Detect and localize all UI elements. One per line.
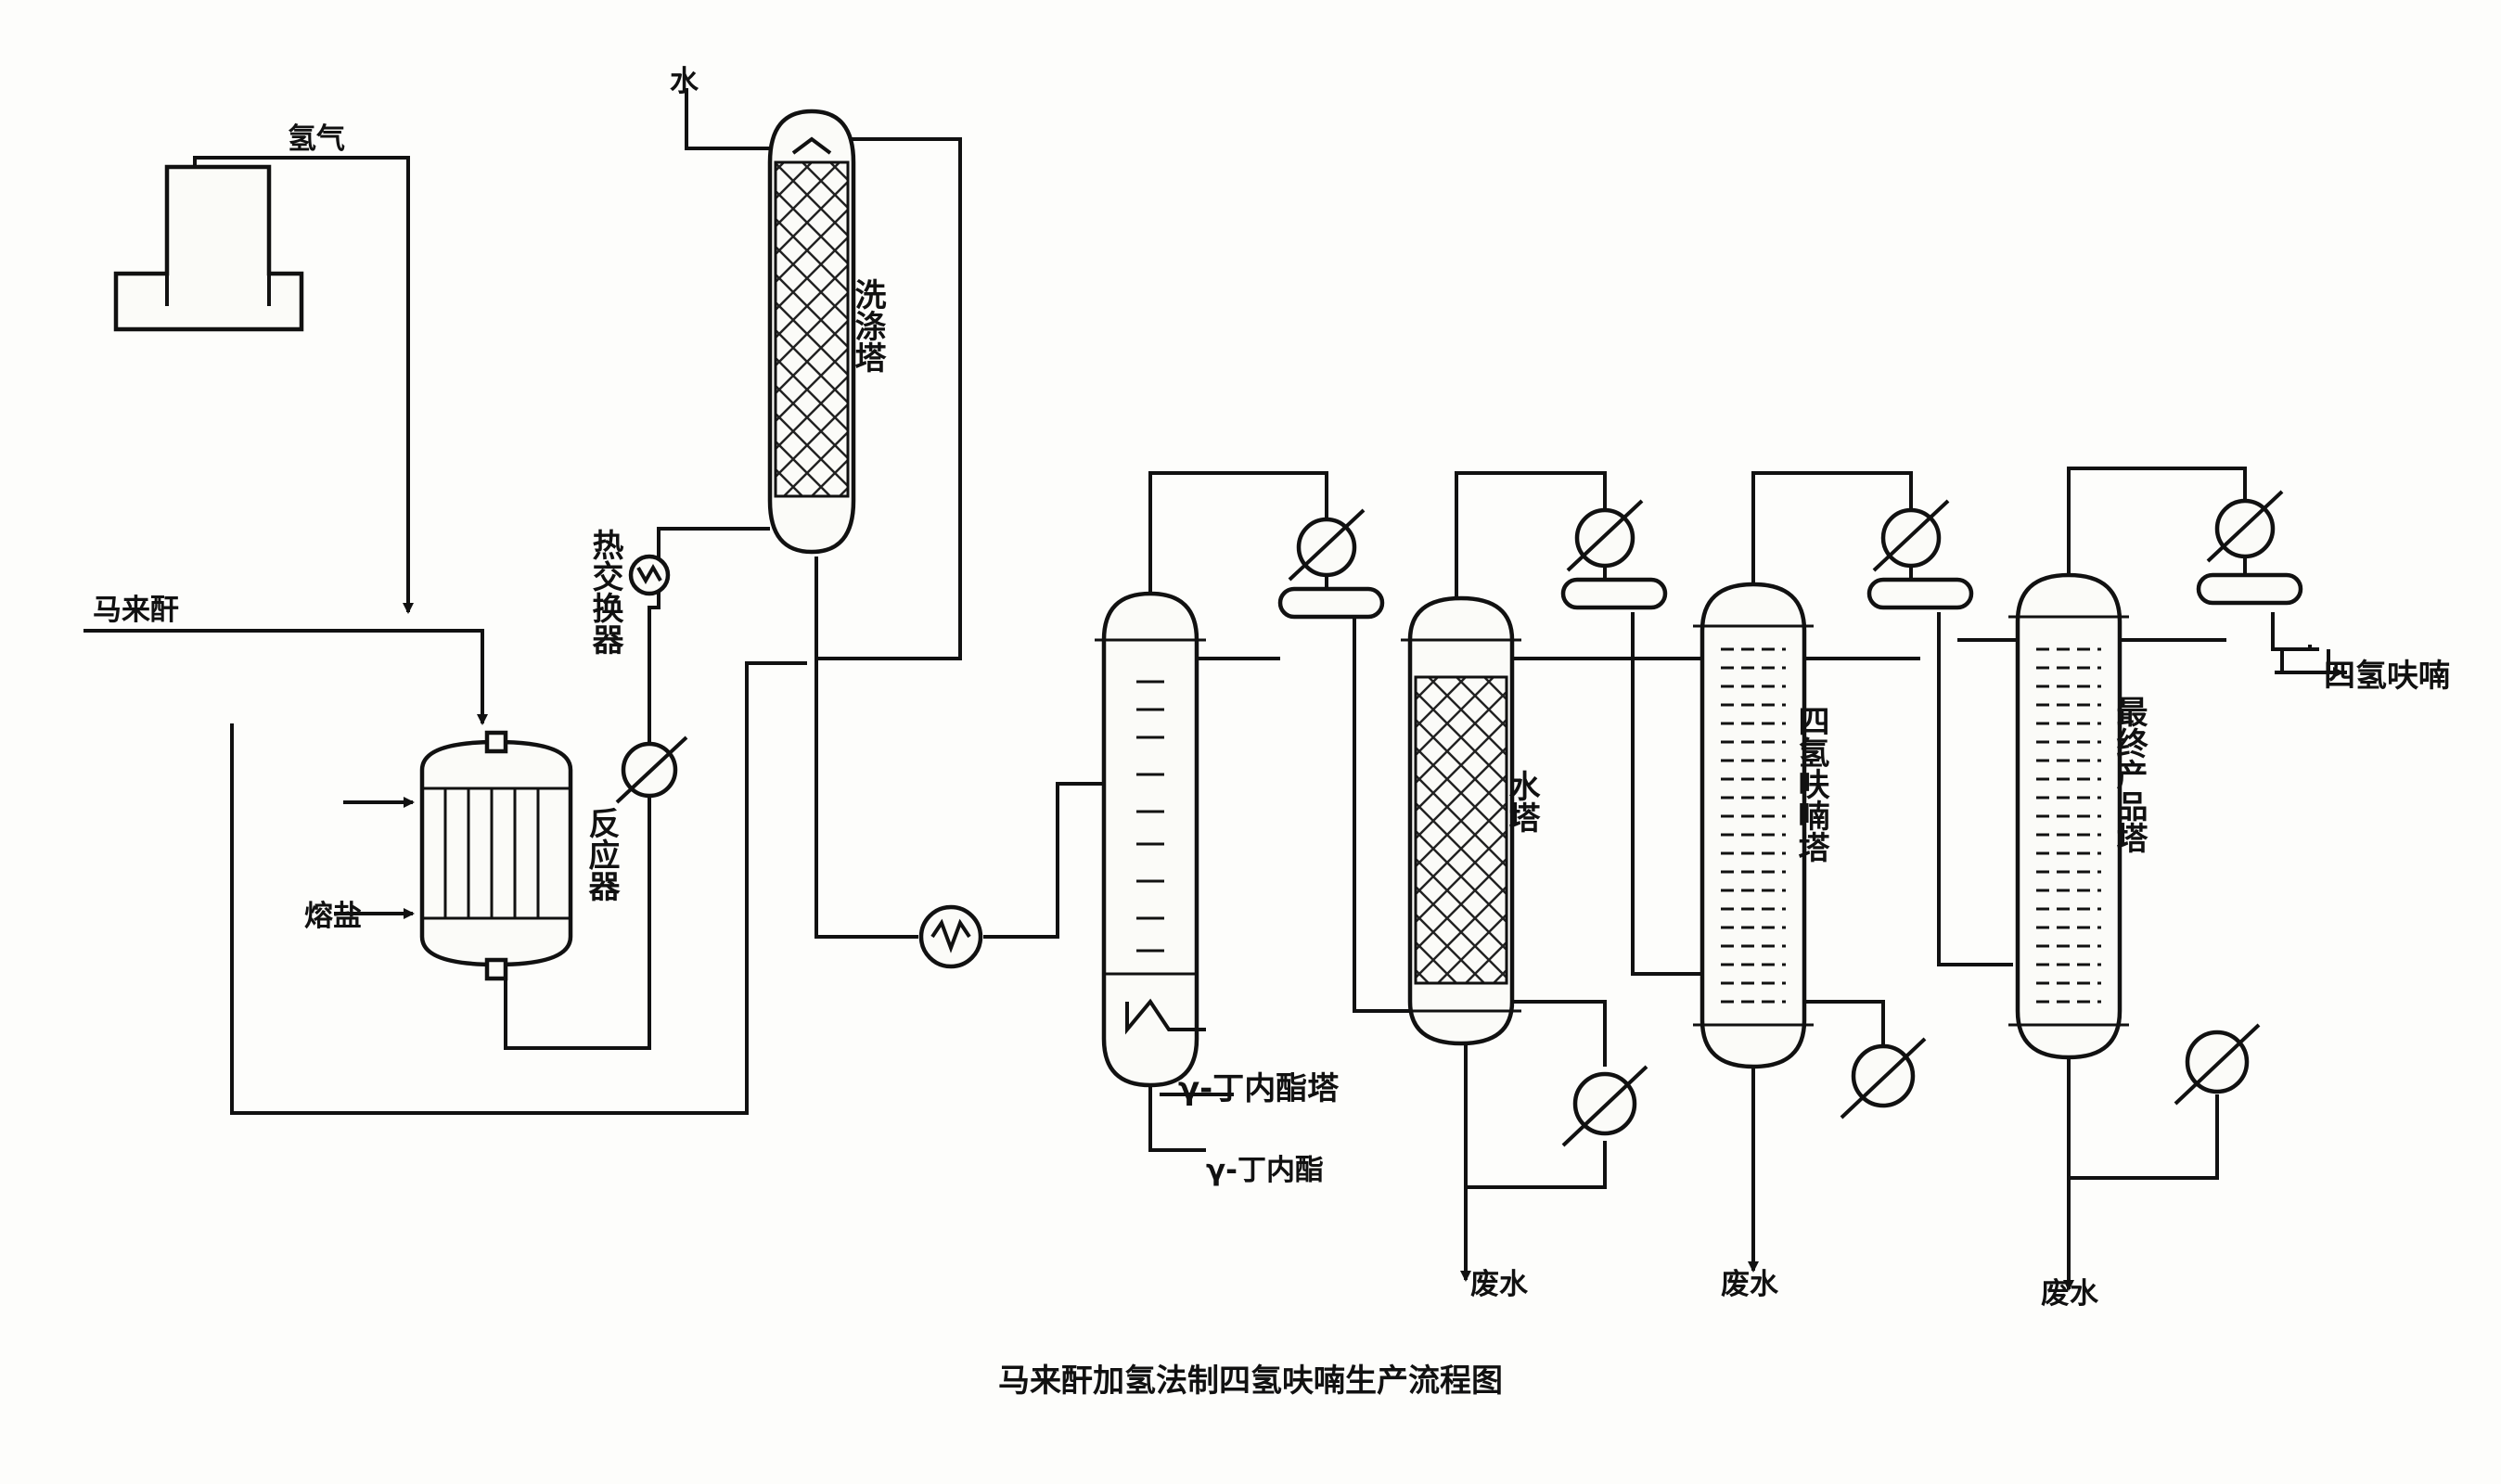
thf-condenser — [1872, 499, 1950, 572]
water-reflux-drum — [1560, 577, 1668, 610]
thf-reflux-drum — [1866, 577, 1974, 610]
gbl-column-trays — [1136, 680, 1164, 953]
feed-heater — [918, 904, 983, 969]
label-thf-column: 四氢呋喃塔 — [1792, 705, 1829, 863]
thf-column — [1693, 582, 1814, 1069]
label-scrubber: 洗涤塔 — [849, 278, 886, 373]
final-product-column — [2008, 572, 2129, 1060]
label-thf-product: 四氢呋喃 — [2324, 658, 2450, 695]
gbl-condenser — [1288, 508, 1366, 582]
gbl-column — [1095, 591, 1206, 1088]
label-gbl-column: γ-丁内酯塔 — [1178, 1070, 1340, 1107]
cooler-reactor-line — [615, 736, 688, 804]
heat-exchanger-coil — [628, 554, 671, 596]
label-waste-water-3: 废水 — [2041, 1277, 2099, 1311]
label-hydrogen: 氢气 — [288, 122, 345, 156]
gbl-reflux-drum — [1277, 586, 1385, 620]
hydrogen-supply-tank — [113, 164, 304, 332]
label-molten-salt: 熔盐 — [304, 900, 362, 933]
water-condenser — [1566, 499, 1644, 572]
scrubber-column — [767, 109, 856, 555]
label-water-column: 水塔 — [1503, 770, 1540, 833]
label-maleic-anhydride: 马来酐 — [93, 594, 179, 627]
final-column-trays — [2036, 647, 2101, 1004]
piping — [83, 88, 2347, 1291]
water-column — [1401, 595, 1521, 1046]
label-water-in: 水 — [670, 65, 699, 98]
final-reflux-drum — [2196, 572, 2303, 606]
reactor — [419, 730, 573, 981]
final-reboiler — [2174, 1023, 2261, 1106]
label-waste-water-1: 废水 — [1470, 1268, 1529, 1301]
label-final-column: 最终产品塔 — [2110, 696, 2148, 853]
figure-caption: 马来酐加氢法制四氢呋喃生产流程图 — [998, 1362, 1503, 1400]
thf-reboiler — [1840, 1037, 1927, 1119]
thf-column-trays — [1721, 647, 1786, 1004]
water-reboiler — [1561, 1065, 1648, 1147]
label-gbl-product: γ-丁内酯 — [1206, 1154, 1324, 1187]
label-heat-exchanger: 热交换器 — [586, 529, 623, 655]
label-reactor: 反应器 — [583, 807, 620, 902]
final-condenser — [2206, 490, 2284, 563]
label-waste-water-2: 废水 — [1721, 1268, 1779, 1301]
